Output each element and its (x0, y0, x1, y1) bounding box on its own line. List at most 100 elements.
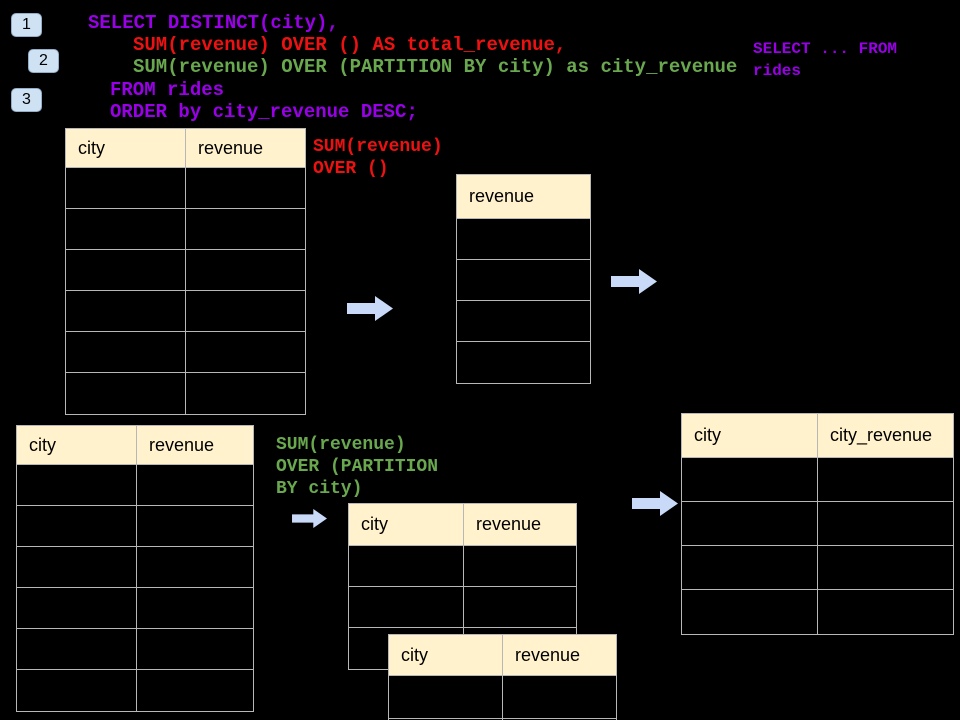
table-cell (17, 588, 137, 628)
table-row (17, 670, 253, 711)
arrow-right-icon (632, 491, 678, 516)
table-cell (17, 670, 137, 711)
table-cell (17, 629, 137, 669)
table-row (17, 547, 253, 588)
table-cell (186, 291, 305, 331)
table-final-result: city city_revenue (681, 413, 954, 635)
table-header-row: city revenue (17, 426, 253, 465)
table-cell (66, 373, 186, 414)
column-header-revenue: revenue (198, 137, 264, 158)
table-cell (186, 250, 305, 290)
table-row (66, 168, 305, 209)
table-cell (457, 301, 590, 341)
table-cell (818, 546, 953, 589)
table-row (682, 590, 953, 634)
table-row (66, 291, 305, 332)
table-row (17, 465, 253, 506)
table-cell (682, 502, 818, 545)
table-cell (464, 546, 576, 586)
table-cell (682, 458, 818, 501)
table-cell (17, 547, 137, 587)
table-row (17, 506, 253, 547)
table-header-row: city revenue (349, 504, 576, 546)
table-cell (186, 373, 305, 414)
select-from-rides-note: SELECT ... FROM rides (753, 40, 898, 80)
table-cell (818, 502, 953, 545)
table-row (682, 502, 953, 546)
column-header-city: city (66, 129, 186, 167)
table-cell (818, 590, 953, 634)
table-row (682, 458, 953, 502)
sql-line-city-revenue: SUM(revenue) OVER (PARTITION BY city) as… (133, 56, 738, 78)
table-cell (503, 676, 616, 718)
table-cell (186, 332, 305, 372)
table-header-row: revenue (457, 175, 590, 219)
table-row (389, 676, 616, 719)
step-badge-1: 1 (11, 13, 42, 37)
table-row (17, 588, 253, 629)
sql-line-from: FROM rides (110, 79, 225, 101)
table-row (457, 219, 590, 260)
table-cell (137, 506, 253, 546)
table-cell (389, 676, 503, 718)
column-header-city: city (389, 635, 503, 675)
sql-line-total-revenue: SUM(revenue) OVER () AS total_revenue, (133, 34, 567, 56)
table-partition-step2: city revenue (388, 634, 617, 720)
table-cell (17, 506, 137, 546)
table-cell (66, 209, 186, 249)
table-row (66, 332, 305, 373)
sql-line-order-by: ORDER by city_revenue DESC; (110, 101, 418, 123)
table-cell (186, 209, 305, 249)
step-badge-3: 3 (11, 88, 42, 112)
table-cell (137, 670, 253, 711)
table-cell (682, 546, 818, 589)
step-badge-2: 2 (28, 49, 59, 73)
table-row (66, 373, 305, 414)
table-cell (137, 547, 253, 587)
table-cell (17, 465, 137, 505)
table-cell (818, 458, 953, 501)
table-cell (464, 587, 576, 627)
arrow-right-icon (347, 296, 393, 321)
table-cell (66, 250, 186, 290)
table-header-row: city revenue (66, 129, 305, 168)
table-header-row: city city_revenue (682, 414, 953, 458)
table-row (682, 546, 953, 590)
table-cell (66, 168, 186, 208)
column-header-revenue: revenue (515, 644, 581, 665)
sql-line-select: SELECT DISTINCT(city), (88, 12, 339, 34)
table-cell (186, 168, 305, 208)
table-header-row: city revenue (389, 635, 616, 676)
column-header-revenue: revenue (476, 514, 542, 534)
table-row (457, 260, 590, 301)
column-header-city: city (682, 414, 818, 457)
label-sum-over-partition: SUM(revenue) OVER (PARTITION BY city) (276, 435, 439, 499)
column-header-revenue: revenue (149, 434, 215, 455)
table-cell (682, 590, 818, 634)
table-row (457, 301, 590, 342)
table-cell (137, 465, 253, 505)
arrow-right-icon (287, 509, 332, 528)
table-cell (457, 260, 590, 300)
table-cell (66, 332, 186, 372)
column-header-city: city (17, 426, 137, 464)
table-cell (66, 291, 186, 331)
column-header-city-revenue: city_revenue (830, 425, 933, 445)
table-row (349, 546, 576, 587)
table-row (457, 342, 590, 383)
table-source-bottom: city revenue (16, 425, 254, 712)
table-row (66, 250, 305, 291)
column-header-revenue: revenue (469, 186, 535, 206)
table-total-result: revenue (456, 174, 591, 384)
table-row (66, 209, 305, 250)
table-cell (349, 546, 464, 586)
table-row (349, 587, 576, 628)
table-cell (137, 629, 253, 669)
table-partition-step: city revenue (348, 503, 577, 670)
table-cell (349, 587, 464, 627)
label-sum-over-empty: SUM(revenue) OVER () (313, 137, 443, 179)
table-cell (457, 219, 590, 259)
table-row (17, 629, 253, 670)
arrow-right-icon (611, 269, 657, 294)
